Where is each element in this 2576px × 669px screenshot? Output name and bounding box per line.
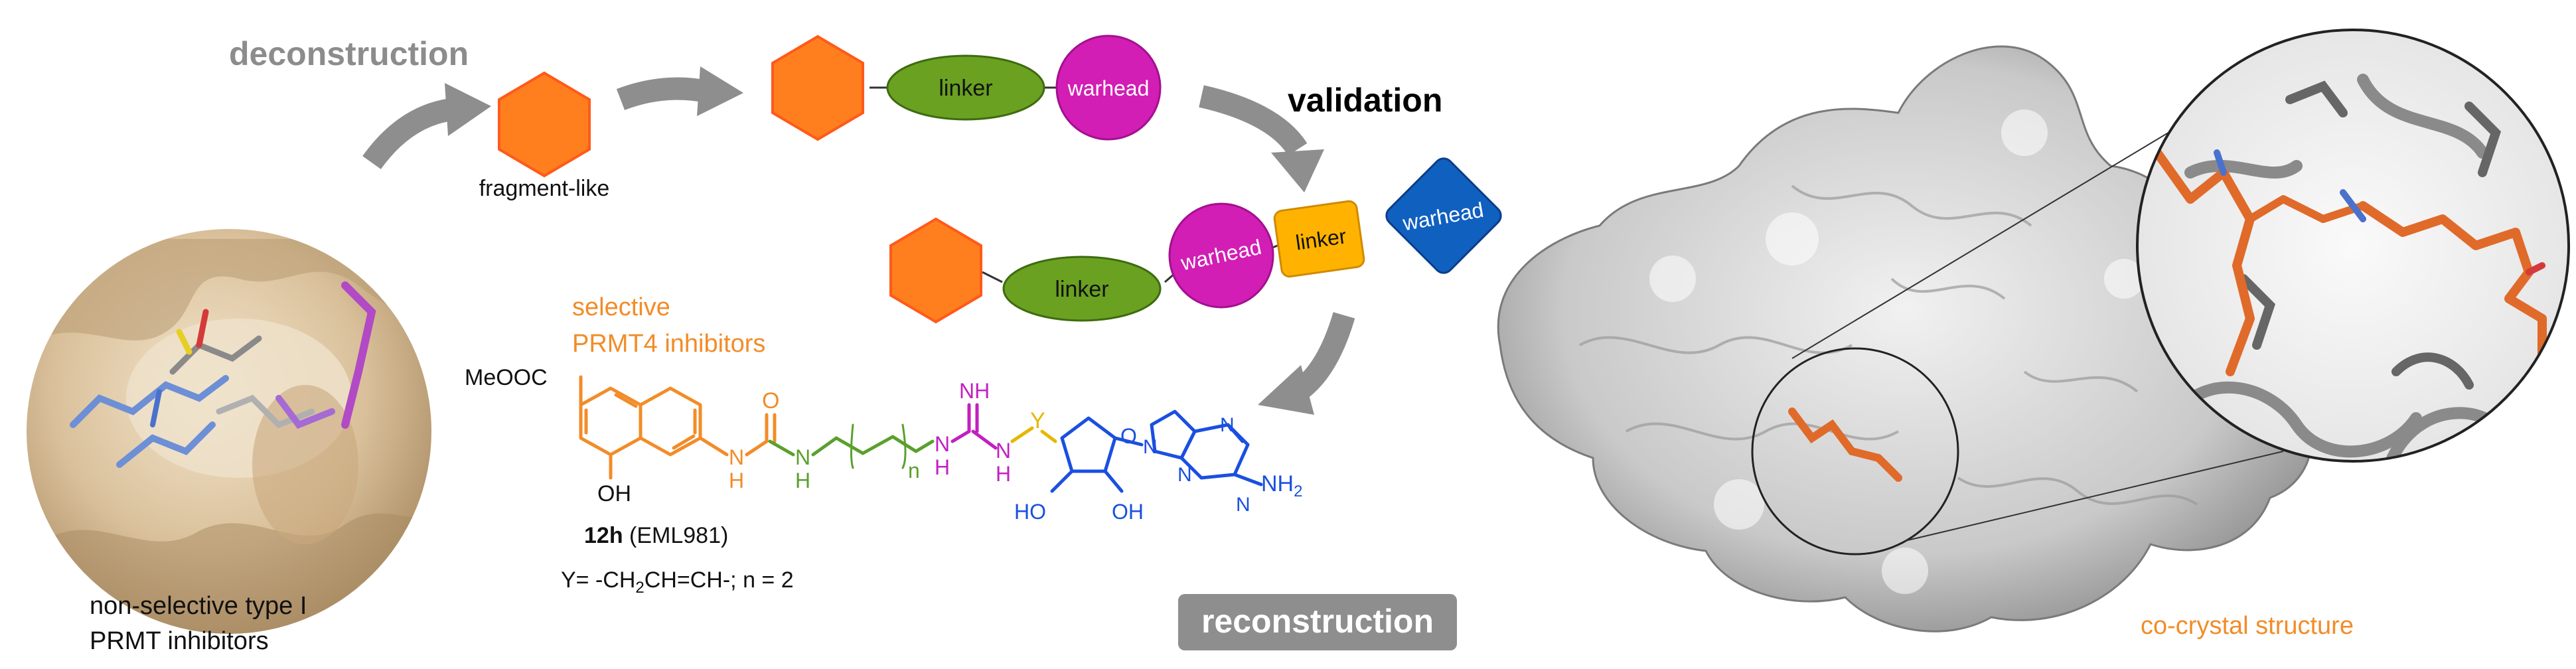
y-label: Y xyxy=(1030,408,1045,433)
y-definition: Y= -CH2CH=CH-; n = 2 xyxy=(561,567,794,597)
linker-ellipse-1 xyxy=(886,54,1045,121)
reconstruction-badge xyxy=(1178,594,1457,650)
validation-label: validation xyxy=(1288,82,1442,119)
nh2-main: NH xyxy=(1261,471,1294,496)
ester-label: MeOOC xyxy=(465,365,548,390)
guan-n1-label: N xyxy=(935,432,950,456)
urea-h2-label: H xyxy=(795,469,810,492)
nh2-label: NH2 xyxy=(1261,471,1302,500)
linker-label-1: linker xyxy=(939,76,992,101)
arrow-deconstruct xyxy=(362,83,491,170)
oh2-label: OH xyxy=(1112,500,1144,524)
purine-n3-label: N xyxy=(1177,464,1192,486)
compound-label: 12h (EML981) xyxy=(584,523,728,548)
purine-n4-label: N xyxy=(1236,494,1250,516)
compound-rest: (EML981) xyxy=(623,523,729,548)
reconstruction-label: reconstruction xyxy=(1201,603,1434,640)
nonselective-line2: PRMT inhibitors xyxy=(90,627,269,655)
urea-n2-label: N xyxy=(795,445,810,469)
warhead-diamond xyxy=(1385,157,1502,274)
zoom-inset-image xyxy=(2136,29,2570,463)
arrow-fragment-to-linker xyxy=(616,66,743,116)
nonselective-line1: non-selective type I xyxy=(90,592,307,620)
selective-label: selective xyxy=(572,293,670,321)
protein-surface-image xyxy=(1497,45,2313,632)
guan-n2-label: N xyxy=(996,439,1011,463)
assembly-2: linker warhead linker warhead xyxy=(889,157,1502,324)
fragment-hexagon-2 xyxy=(771,35,864,141)
zoom-line-top xyxy=(1791,119,2191,359)
assembly-1: linker warhead xyxy=(771,35,1162,141)
y-def-sub: 2 xyxy=(635,579,644,597)
y-def-a: Y= -CH xyxy=(561,567,635,593)
linker-label-2: linker xyxy=(1055,277,1108,302)
chemical-labels: MeOOC OH O N H N H n N H NH N H Y O HO O… xyxy=(465,365,1302,597)
purine-n2-label: N xyxy=(1220,414,1235,436)
fragment-hexagon xyxy=(498,71,591,178)
amide-n1-label: N xyxy=(729,445,744,469)
y-def-b: CH=CH-; n = 2 xyxy=(644,567,794,593)
warhead-circle-2 xyxy=(1168,202,1274,309)
oh-label: OH xyxy=(597,481,631,506)
prmt4-inhibitors-label: PRMT4 inhibitors xyxy=(572,330,765,358)
amide-h1-label: H xyxy=(729,469,744,492)
purine-n1-label: N xyxy=(1143,436,1158,458)
linker-ellipse-2 xyxy=(1002,256,1162,322)
deconstruction-label: deconstruction xyxy=(229,35,469,72)
guan-h2-label: H xyxy=(996,462,1011,486)
carbonyl-o-label: O xyxy=(762,388,779,413)
guan-nh-label: NH xyxy=(959,379,990,403)
warhead-circle-1 xyxy=(1055,35,1162,141)
linker-box xyxy=(1273,200,1365,278)
ring-o-label: O xyxy=(1120,424,1137,448)
guan-h1-label: H xyxy=(935,455,950,479)
arrow-reconstruction xyxy=(1258,312,1355,415)
chemical-structure xyxy=(579,375,1263,493)
co-crystal-label: co-crystal structure xyxy=(2141,612,2354,640)
warhead-label-1: warhead xyxy=(1067,76,1150,100)
fragment-like-label: fragment-like xyxy=(479,176,610,201)
n-subscript-label: n xyxy=(908,459,920,483)
pocket-image xyxy=(27,229,431,634)
ho-label: HO xyxy=(1014,500,1046,524)
zoom-line-bottom xyxy=(1904,451,2284,542)
nh2-sub: 2 xyxy=(1294,483,1302,500)
compound-bold: 12h xyxy=(584,523,623,548)
arrow-validation xyxy=(1199,85,1324,192)
fragment-hexagon-3 xyxy=(889,217,982,324)
